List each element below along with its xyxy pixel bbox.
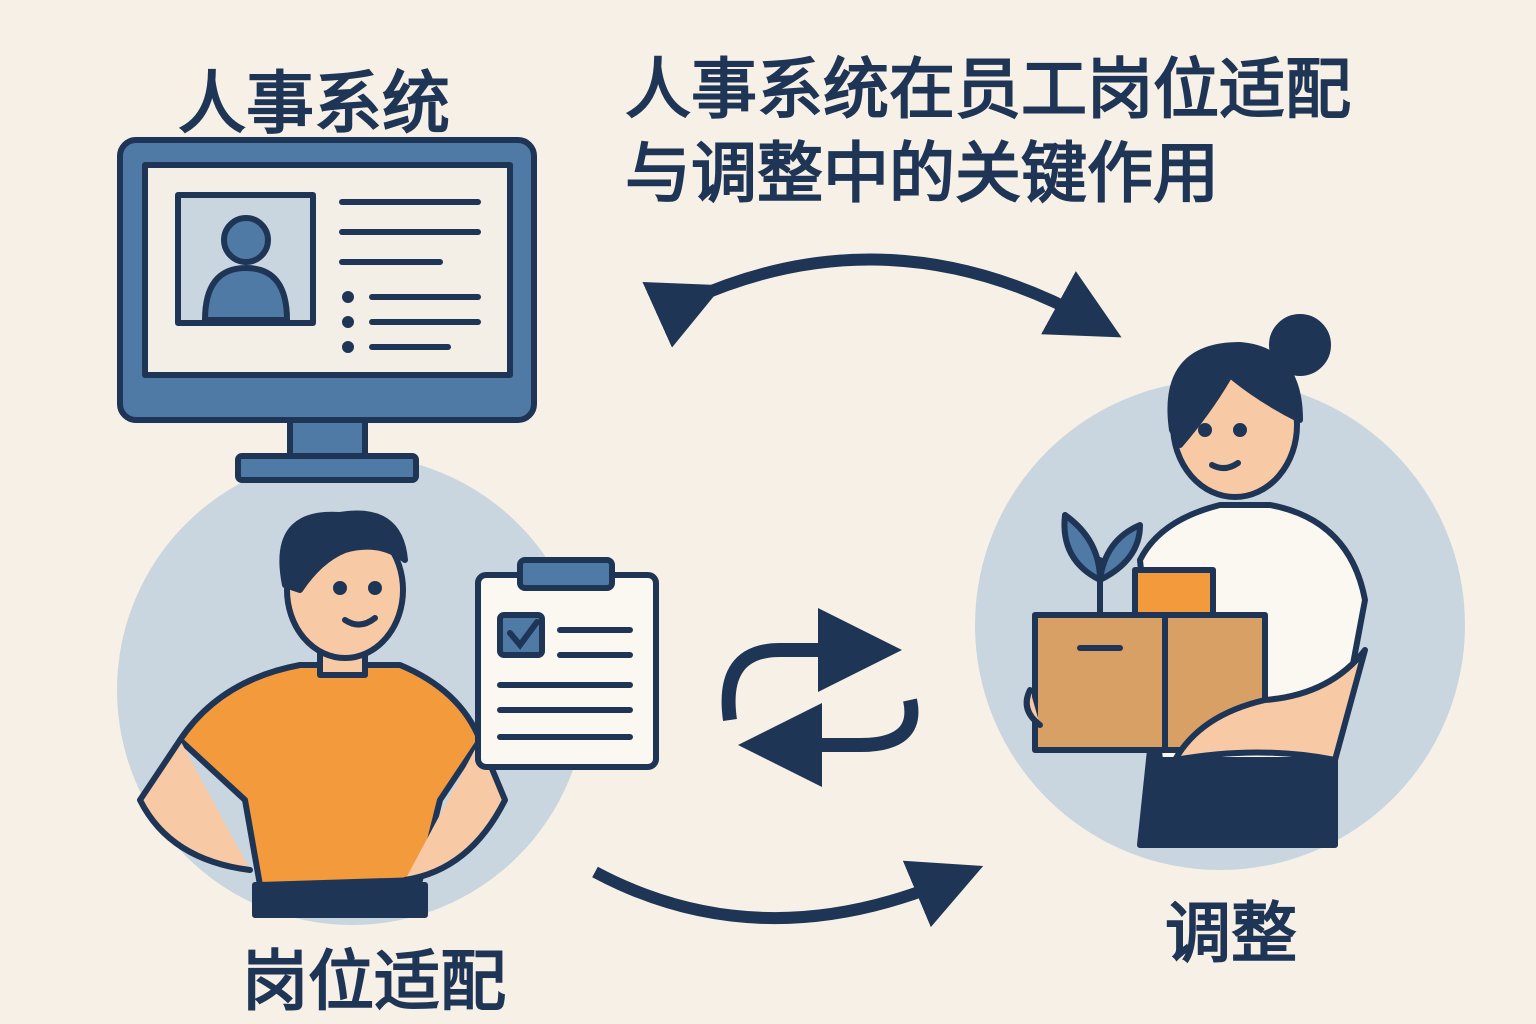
employee-man-figure <box>137 510 508 918</box>
title-line-2: 与调整中的关键作用 <box>625 135 1219 212</box>
swap-arrows-icon <box>721 608 919 787</box>
adjustment-label: 调整 <box>1165 895 1297 972</box>
monitor-icon <box>117 137 537 483</box>
bottom-arrow-icon <box>592 860 984 928</box>
plant-icon <box>1061 512 1143 618</box>
clipboard-icon <box>475 557 659 770</box>
employee-woman-figure <box>1023 314 1368 848</box>
double-arrow-icon <box>642 253 1122 348</box>
job-fit-label: 岗位适配 <box>242 943 506 1020</box>
page-title: 人事系统在员工岗位适配 与调整中的关键作用 <box>625 48 1351 216</box>
system-label: 人事系统 <box>178 65 451 144</box>
title-line-1: 人事系统在员工岗位适配 <box>625 51 1351 128</box>
